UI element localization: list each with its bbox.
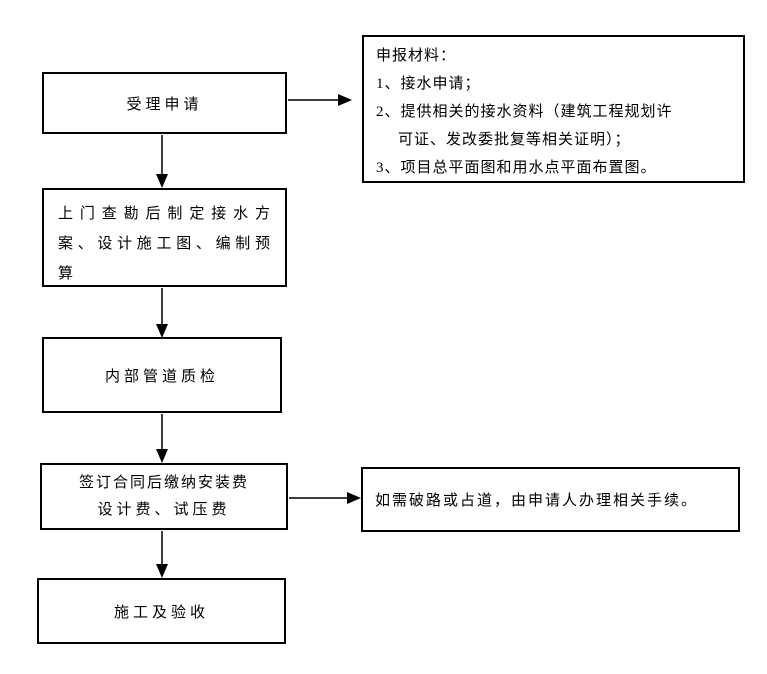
step-survey-line-3: 算 xyxy=(58,266,75,282)
arrow-contract-to-road-head xyxy=(347,492,361,504)
arrow-accept-to-survey-stem xyxy=(161,135,163,174)
materials-note-text: 申报材料： 1、接水申请； 2、提供相关的接水资料（建筑工程规划许 可证、发改委… xyxy=(364,37,743,182)
materials-line-3: 3、项目总平面图和用水点平面布置图。 xyxy=(376,160,657,176)
step-construction-label: 施工及验收 xyxy=(113,604,209,621)
step-inspection-label: 内部管道质检 xyxy=(104,368,219,385)
arrow-accept-to-materials-head xyxy=(338,94,352,106)
arrow-inspection-to-contract-stem xyxy=(161,414,163,449)
step-accept-label: 受理申请 xyxy=(126,96,203,113)
step-contract-line-2: 设计费、试压费 xyxy=(97,501,231,518)
step-survey-box: 上门查勘后制定接水方 案、设计施工图、编制预 算 xyxy=(42,188,287,287)
materials-line-2-cont: 可证、发改委批复等相关证明）； xyxy=(398,132,631,148)
arrow-contract-to-construction-head xyxy=(156,564,168,578)
step-survey-line-2: 案、设计施工图、编制预 xyxy=(58,236,271,252)
step-accept-box: 受理申请 xyxy=(42,72,287,134)
arrow-accept-to-materials-stem xyxy=(288,99,338,101)
materials-line-2: 2、提供相关的接水资料（建筑工程规划许 xyxy=(376,104,673,120)
materials-line-1: 1、接水申请； xyxy=(376,76,481,92)
materials-note-box: 申报材料： 1、接水申请； 2、提供相关的接水资料（建筑工程规划许 可证、发改委… xyxy=(362,35,745,183)
step-inspection-box: 内部管道质检 xyxy=(42,337,282,413)
arrow-inspection-to-contract-head xyxy=(156,449,168,463)
arrow-contract-to-construction-stem xyxy=(161,531,163,564)
step-contract-box: 签订合同后缴纳安装费 设计费、试压费 xyxy=(40,463,288,530)
step-contract-line-1: 签订合同后缴纳安装费 xyxy=(78,474,249,491)
step-survey-line-1: 上门查勘后制定接水方 xyxy=(58,206,271,222)
arrow-contract-to-road-stem xyxy=(289,497,347,499)
arrow-survey-to-inspection-stem xyxy=(161,288,163,324)
arrow-accept-to-survey-head xyxy=(156,174,168,188)
road-note-text: 如需破路或占道，由申请人办理相关手续。 xyxy=(375,493,699,509)
materials-line-title: 申报材料： xyxy=(376,48,457,64)
step-construction-box: 施工及验收 xyxy=(37,578,286,644)
step-survey-text: 上门查勘后制定接水方 案、设计施工图、编制预 算 xyxy=(44,190,285,289)
arrow-survey-to-inspection-head xyxy=(156,324,168,338)
road-note-box: 如需破路或占道，由申请人办理相关手续。 xyxy=(361,467,740,532)
